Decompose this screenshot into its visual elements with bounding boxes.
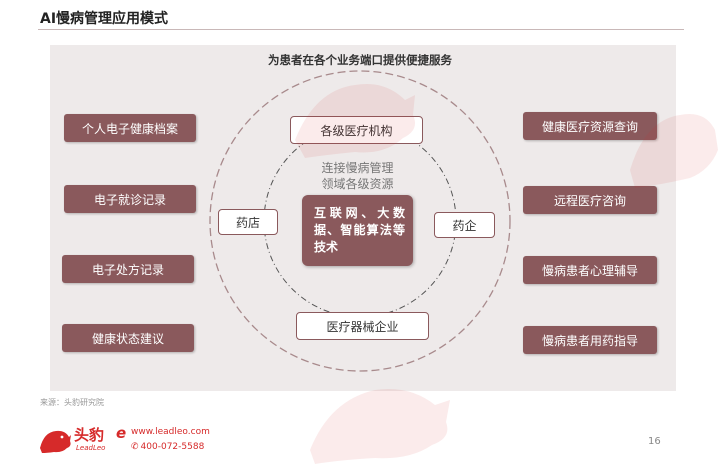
left-item-health-advice: 健康状态建议: [62, 324, 194, 352]
title-divider: [38, 29, 684, 30]
ring-node-medical-institutions: 各级医疗机构: [290, 116, 423, 144]
page-title: AI慢病管理应用模式: [40, 11, 169, 27]
right-item-resource-query: 健康医疗资源查询: [523, 112, 657, 140]
right-item-psych-support: 慢病患者心理辅导: [523, 256, 657, 284]
center-label: 连接慢病管理 领域各级资源: [300, 160, 415, 192]
ring-node-pharma-company: 药企: [434, 212, 495, 238]
left-item-visit-record: 电子就诊记录: [64, 185, 196, 213]
center-label-line2: 领域各级资源: [321, 177, 394, 191]
left-item-prescription-record: 电子处方记录: [62, 255, 194, 283]
brand-logo: 头豹 LeadLeo e www.leadleo.com ✆400-072-55…: [38, 424, 218, 458]
phone-number-text: 400-072-5588: [140, 442, 205, 452]
phone-number: ✆400-072-5588: [131, 442, 204, 452]
right-item-medication-guidance: 慢病患者用药指导: [523, 326, 657, 354]
source-note: 来源：头豹研究院: [40, 398, 104, 407]
logo-english-text: LeadLeo: [76, 444, 106, 452]
website-link[interactable]: www.leadleo.com: [131, 427, 210, 437]
leopard-logo-icon: [40, 430, 71, 453]
ring-node-pharmacy: 药店: [218, 209, 278, 235]
outer-ring: [209, 70, 511, 372]
ring-node-device-companies: 医疗器械企业: [296, 312, 429, 340]
core-technology-box: 互联网、大数据、智能算法等技术: [302, 195, 413, 266]
right-item-remote-consult: 远程医疗咨询: [523, 186, 657, 214]
logo-e-mark: e: [116, 424, 127, 442]
phone-icon: ✆: [131, 442, 139, 452]
center-label-line1: 连接慢病管理: [321, 161, 394, 175]
left-item-health-record: 个人电子健康档案: [64, 114, 196, 142]
logo-chinese-text: 头豹: [74, 426, 105, 444]
diagram-banner: 为患者在各个业务端口提供便捷服务: [268, 53, 452, 67]
page-number: 16: [648, 436, 661, 447]
